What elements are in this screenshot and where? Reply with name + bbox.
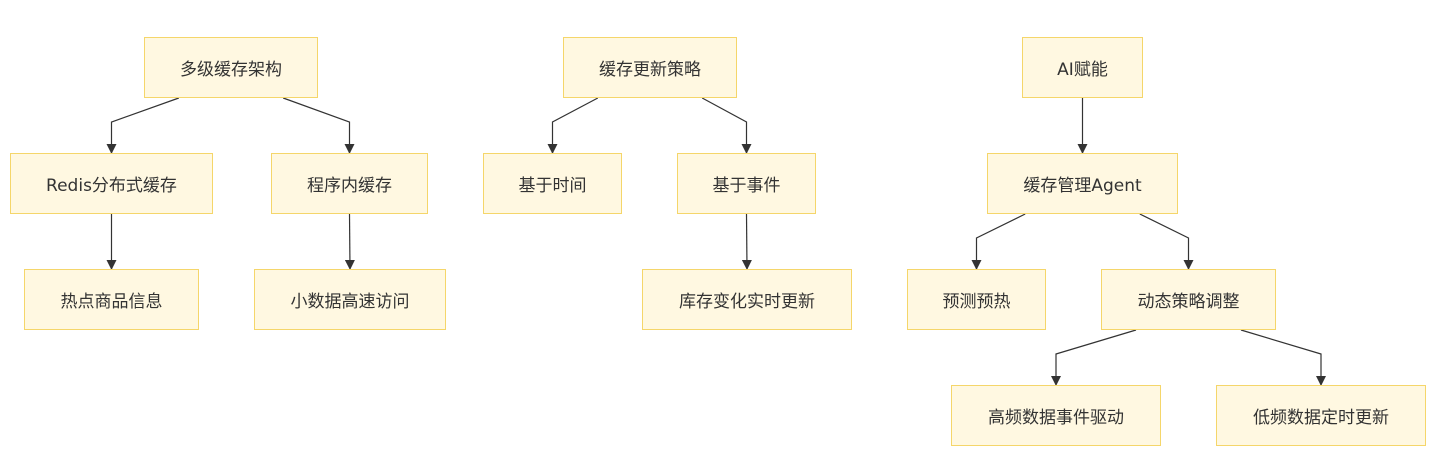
node-inventory-realtime-update: 库存变化实时更新 (642, 269, 852, 330)
node-low-freq-scheduled-update: 低频数据定时更新 (1216, 385, 1426, 446)
node-cache-management-agent: 缓存管理Agent (987, 153, 1178, 214)
node-multi-level-cache: 多级缓存架构 (144, 37, 318, 98)
edge-n11-n13 (1139, 213, 1194, 270)
edge-n11-n12 (971, 213, 1026, 270)
edge-n6-n7 (547, 97, 599, 154)
node-dynamic-strategy-adjustment: 动态策略调整 (1101, 269, 1276, 330)
node-in-process-cache: 程序内缓存 (271, 153, 428, 214)
edge-n3-n5 (344, 213, 355, 270)
node-high-freq-event-driven: 高频数据事件驱动 (951, 385, 1161, 446)
node-time-based: 基于时间 (483, 153, 622, 214)
edge-n13-n14 (1051, 329, 1137, 386)
edge-n6-n8 (701, 97, 752, 154)
node-event-based: 基于事件 (677, 153, 816, 214)
edge-n13-n15 (1240, 329, 1326, 386)
node-predictive-warmup: 预测预热 (907, 269, 1046, 330)
node-ai-empowerment: AI赋能 (1022, 37, 1143, 98)
edge-n1-n3 (282, 97, 355, 154)
edge-n8-n9 (741, 213, 752, 270)
node-hot-product-info: 热点商品信息 (24, 269, 199, 330)
node-small-data-fast-access: 小数据高速访问 (254, 269, 446, 330)
node-redis-cache: Redis分布式缓存 (10, 153, 213, 214)
edge-n1-n2 (106, 97, 180, 154)
node-cache-update-strategy: 缓存更新策略 (563, 37, 737, 98)
